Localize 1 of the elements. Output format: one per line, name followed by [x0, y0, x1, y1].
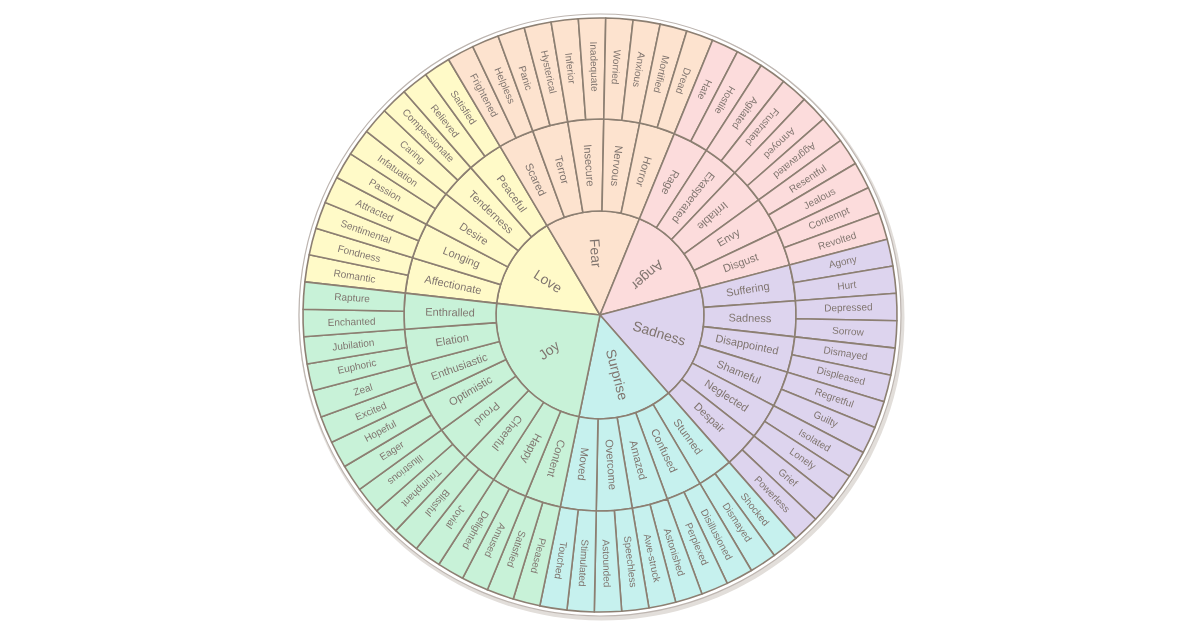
ring-segment: Worried — [603, 17, 634, 121]
